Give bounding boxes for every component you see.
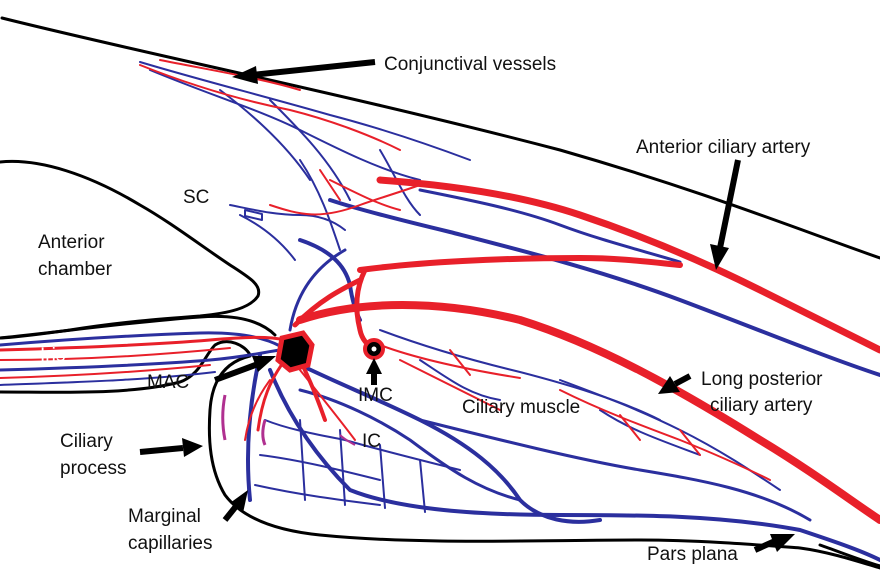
arrow-marginal — [225, 490, 248, 520]
arrow-ciliary-process — [140, 438, 203, 457]
label-ciliary-process-2: process — [60, 458, 127, 479]
label-ciliary-process-1: Ciliary — [60, 431, 113, 452]
mac-node — [278, 333, 312, 370]
arrow-conjunctival — [232, 62, 375, 84]
label-iris: Iris — [40, 345, 65, 366]
label-long-posterior-2: ciliary artery — [710, 395, 813, 416]
label-pars-plana: Pars plana — [647, 544, 738, 565]
label-marginal-2: capillaries — [128, 533, 212, 554]
arteries — [0, 60, 880, 520]
arrow-anterior-ciliary — [710, 160, 738, 270]
label-anterior-chamber-1: Anterior — [38, 232, 105, 253]
label-long-posterior-1: Long posterior — [701, 369, 823, 390]
label-marginal-1: Marginal — [128, 506, 201, 527]
circle-nodes — [278, 333, 383, 370]
label-anterior-ciliary-artery: Anterior ciliary artery — [636, 137, 811, 158]
label-sc: SC — [183, 187, 209, 208]
arrow-imc — [366, 358, 382, 385]
label-mac: MAC — [147, 372, 189, 393]
label-anterior-chamber-2: chamber — [38, 259, 113, 280]
label-ic: IC — [362, 431, 381, 452]
label-imc: IMC — [358, 385, 393, 406]
label-conjunctival-vessels: Conjunctival vessels — [384, 54, 556, 75]
arrow-pars-plana — [755, 534, 795, 552]
tissue-outlines — [0, 18, 880, 568]
label-ciliary-muscle: Ciliary muscle — [462, 397, 580, 418]
